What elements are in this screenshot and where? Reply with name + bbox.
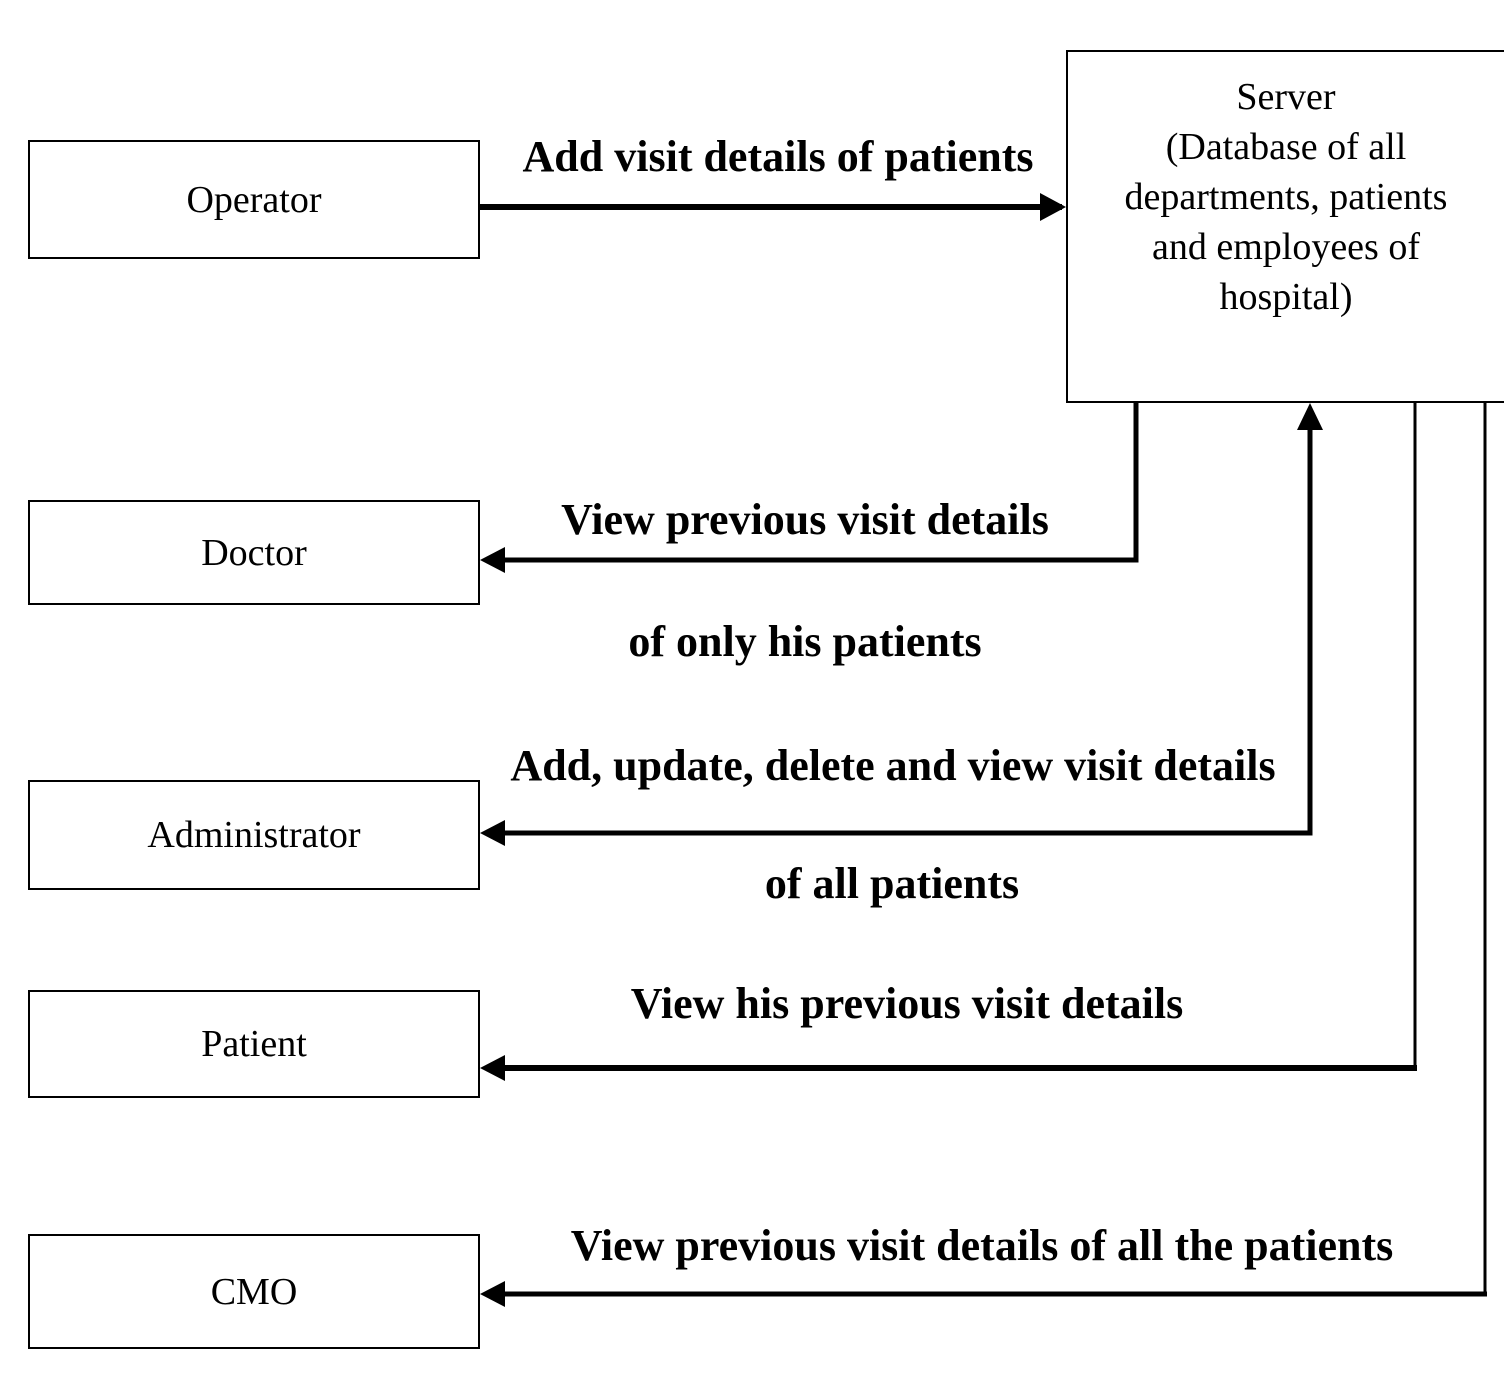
- server-desc-line-3: and employees of: [1151, 226, 1420, 268]
- doctor-label: Doctor: [201, 531, 307, 574]
- administrator-flow-label-line1: Add, update, delete and view visit detai…: [510, 741, 1276, 790]
- doctor-box: Doctor: [28, 500, 480, 605]
- cmo-label: CMO: [210, 1270, 298, 1313]
- server-title: Server: [1236, 76, 1336, 118]
- patient-box: Patient: [28, 990, 480, 1098]
- administrator-flow-label-line2: of all patients: [764, 859, 1020, 908]
- cmo-box: CMO: [28, 1234, 480, 1349]
- administrator-server-arrow: [496, 420, 1313, 836]
- server-desc-line-4: hospital): [1219, 276, 1353, 318]
- administrator-label: Administrator: [147, 814, 361, 856]
- administrator-box: Administrator: [28, 780, 480, 890]
- operator-to-server-arrowhead: [1040, 193, 1066, 221]
- server-desc-line-1: (Database of all: [1165, 126, 1407, 168]
- server-to-doctor-arrowhead: [480, 547, 505, 573]
- server-box: Server (Database of all departments, pat…: [1066, 50, 1504, 403]
- administrator-arrowhead: [480, 820, 505, 846]
- operator-label: Operator: [186, 178, 322, 221]
- server-desc-line-2: departments, patients: [1124, 176, 1448, 218]
- doctor-flow-label-line1: View previous visit details: [561, 495, 1049, 544]
- patient-label: Patient: [201, 1023, 307, 1065]
- server-up-arrowhead: [1297, 403, 1323, 430]
- server-description: Server (Database of all departments, pat…: [1125, 72, 1448, 322]
- operator-box: Operator: [28, 140, 480, 259]
- patient-flow-label: View his previous visit details: [630, 979, 1184, 1028]
- operator-flow-label: Add visit details of patients: [522, 132, 1034, 181]
- server-to-patient-arrowhead: [480, 1055, 505, 1081]
- cmo-flow-label: View previous visit details of all the p…: [570, 1221, 1394, 1270]
- doctor-flow-label-line2: of only his patients: [628, 617, 982, 666]
- server-to-cmo-arrowhead: [480, 1281, 505, 1307]
